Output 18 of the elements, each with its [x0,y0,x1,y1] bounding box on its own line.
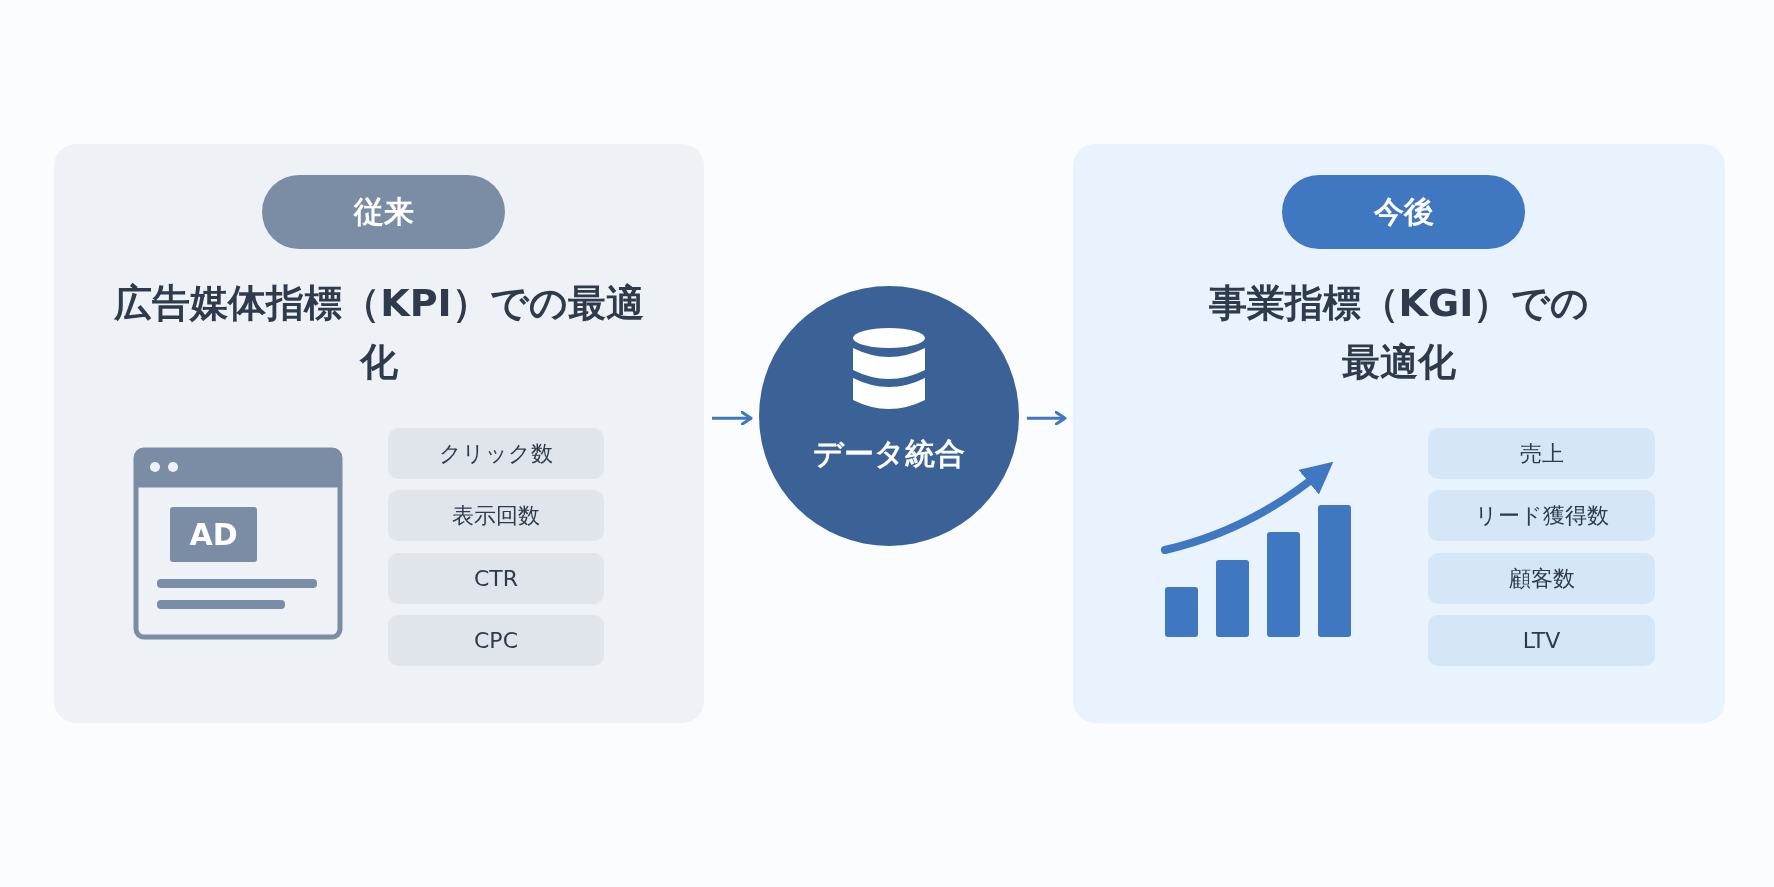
metric-box: 顧客数 [1428,553,1655,604]
panel-title: 広告媒体指標（KPI）での最適化 [113,280,645,386]
arrow [712,410,753,426]
metric-box: CPC [388,615,604,666]
panel-title: 事業指標（KGI）での最適化 [1207,280,1591,386]
panel-card [54,144,704,723]
metric-box: CTR [388,553,604,604]
metric-box: 表示回数 [388,490,604,541]
arrow [1026,410,1067,426]
metric-box: LTV [1428,615,1655,666]
tag-pill: 従来 [262,175,505,249]
ad-label: AD [170,507,257,562]
metric-box: リード獲得数 [1428,490,1655,541]
metric-box: クリック数 [388,428,604,479]
tag-pill: 今後 [1282,175,1525,249]
metric-box: 売上 [1428,428,1655,479]
panel-card [1073,144,1725,723]
circle-label: データ統合 [812,435,966,473]
